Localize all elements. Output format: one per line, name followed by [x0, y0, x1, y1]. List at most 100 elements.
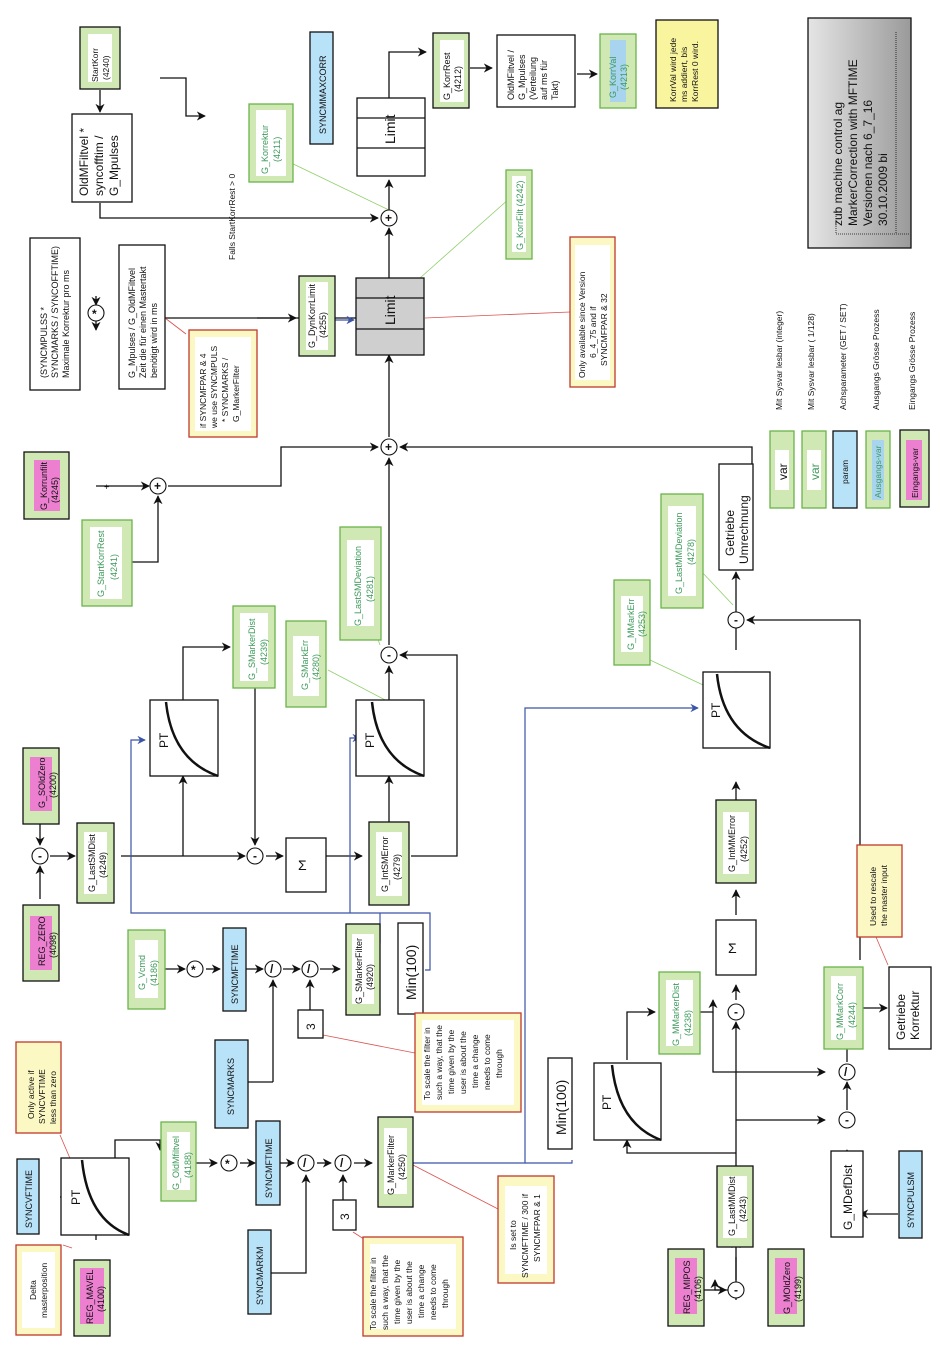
const-3-top[interactable]: 3: [297, 1009, 324, 1039]
var-smarkerfilter[interactable]: G_SMarkerFilter (4920): [345, 923, 381, 1016]
block-getriebe-korrektur[interactable]: Getriebe Korrektur: [888, 966, 932, 1050]
pt-block-mavel[interactable]: PT: [60, 1157, 130, 1237]
min100-block-s[interactable]: Min(100): [397, 922, 424, 1015]
param-syncmftime-bottom[interactable]: SYNCMFTIME: [255, 1120, 281, 1206]
svg-text:OldMFiltvel *: OldMFiltvel *: [77, 128, 91, 196]
var-dynkorrlimit[interactable]: G_DynKorrLimit (4255): [298, 275, 336, 357]
pt-block-mmarkerr[interactable]: PT: [702, 671, 771, 750]
block-max-korrektur[interactable]: (SYNCMPULSS * SYNCMARKS / SYNCOFFTIME) M…: [29, 237, 81, 391]
svg-text:/: /: [340, 1156, 344, 1170]
svg-text:SYNCVFTIME: SYNCVFTIME: [37, 1069, 47, 1124]
svg-text:Ausgangs-var: Ausgangs-var: [873, 445, 883, 498]
svg-text:Only available since Version: Only available since Version: [577, 271, 587, 378]
svg-text:needs to come: needs to come: [428, 1264, 438, 1320]
legend-item-var-integer: var Mit Sysvar lesbar (integer): [769, 311, 795, 509]
op-minus-mipos: -: [727, 1281, 745, 1299]
pt-block-smarkerdist[interactable]: PT: [149, 699, 219, 778]
op-multiply-vcmd: *: [186, 960, 204, 978]
svg-text:Is set to: Is set to: [508, 1220, 518, 1250]
param-syncpulsm[interactable]: SYNCPULSM: [898, 1150, 923, 1239]
op-multiply-oldm: *: [220, 1154, 238, 1172]
svg-text:G_DynKorrLimit: G_DynKorrLimit: [307, 283, 317, 348]
sigma-block-s[interactable]: Σ: [285, 837, 327, 893]
var-korrektur[interactable]: G_Korrektur (4211): [248, 103, 294, 183]
param-syncmmaxcorr[interactable]: SYNCMMAXCORR: [309, 31, 334, 145]
sigma-block-m[interactable]: Σ: [715, 919, 757, 976]
var-regzero[interactable]: REG_ZERO (4098): [22, 904, 60, 982]
var-smarkerr[interactable]: G_SMarkErr (4280): [285, 620, 327, 708]
svg-text:var: var: [808, 463, 822, 480]
var-lastsmdist[interactable]: G_LastSMDist (4249): [76, 822, 115, 904]
pt-block-mmarkerdist[interactable]: PT: [593, 1062, 662, 1142]
var-soldzero[interactable]: G_SOldZero (4200): [22, 747, 60, 825]
title-line-1: zub machine control ag: [831, 102, 845, 226]
var-intmmerror[interactable]: G_IntMMError (4252): [715, 799, 757, 884]
limit-block-top[interactable]: Limit: [356, 97, 426, 177]
block-mpulses-div[interactable]: G_Mpulses / G_OldMFiltvel Zeit die für e…: [118, 244, 166, 390]
legend-item-input: Eingangs-var Eingangs Grösse Prozess: [899, 312, 930, 508]
svg-text:G_MMarkerDist: G_MMarkerDist: [671, 982, 681, 1046]
var-mmarkcorr[interactable]: G_MMarkCorr (4244): [823, 966, 864, 1050]
var-markerfilter[interactable]: G_MarkerFilter (4250): [377, 1116, 414, 1208]
var-moldzero[interactable]: G_MOldZero (4199): [767, 1248, 805, 1327]
block-oldmfiltvel-formula[interactable]: OldMFiltvel * syncofftim / G_Mpulses: [71, 113, 133, 203]
svg-text:To scale the filter in: To scale the filter in: [422, 1027, 432, 1100]
var-mmarkerr[interactable]: G_MMarkErr (4253): [613, 579, 651, 666]
svg-text:SYNCMMAXCORR: SYNCMMAXCORR: [318, 55, 328, 134]
op-plus-unfilt: +: [149, 477, 167, 495]
svg-text:(4238): (4238): [683, 1010, 693, 1036]
svg-text:SYNCMFTIME / 300 if: SYNCMFTIME / 300 if: [520, 1193, 530, 1278]
block-verteilung[interactable]: OldMFiltvel / G_Mpulses (Verteilung auf …: [496, 34, 576, 108]
param-syncmftime-top[interactable]: SYNCMFTIME: [222, 927, 247, 1012]
var-startkorr[interactable]: StartKorr (4240): [79, 26, 121, 90]
param-syncmarkm[interactable]: SYNCMARKM: [247, 1229, 272, 1315]
param-syncvftime[interactable]: SYNCVFTIME: [16, 1158, 40, 1235]
var-mmarkerdist[interactable]: G_MMarkerDist (4238): [658, 971, 701, 1055]
var-korrrest[interactable]: G_KorrRest (4212): [432, 32, 470, 109]
var-lastmmdist[interactable]: G_LastMMDist (4243): [716, 1165, 754, 1248]
operators: * + + + - - - - * / / - / - - * / /: [31, 209, 856, 1299]
svg-text:Korrektur: Korrektur: [908, 991, 922, 1040]
var-smarkerdist[interactable]: G_SMarkerDist (4239): [232, 605, 276, 689]
svg-text:-: -: [38, 849, 42, 863]
var-lastmmdeviation[interactable]: G_LastMMDeviation (4278): [660, 493, 704, 609]
svg-text:masterposition: masterposition: [39, 1262, 49, 1318]
pt-block-smarkerr[interactable]: PT: [355, 699, 425, 778]
var-korrfilt[interactable]: G_KorrFilt (4242): [505, 169, 533, 260]
svg-text:SYNCPULSM: SYNCPULSM: [906, 1172, 916, 1228]
block-getriebe-umrechnung[interactable]: Getriebe Umrechnung: [718, 463, 754, 571]
svg-text:G_LastSMDeviation: G_LastSMDeviation: [353, 546, 363, 626]
svg-text:G_KorrRest: G_KorrRest: [442, 52, 452, 100]
svg-text:+: +: [385, 211, 392, 225]
svg-text:through: through: [440, 1279, 450, 1308]
const-3-bottom[interactable]: 3: [332, 1199, 357, 1231]
svg-text:time given by the: time given by the: [446, 1029, 456, 1094]
svg-text:G_Korrunfilt: G_Korrunfilt: [39, 461, 49, 510]
op-divide-mmarkcorr: /: [838, 1063, 856, 1081]
var-vcmd[interactable]: G_Vcmd (4186): [127, 929, 166, 1010]
korrval-note: KorrVal wird jede ms addiert, bis KorrRe…: [655, 19, 719, 109]
svg-text:G_MarkerFilter: G_MarkerFilter: [231, 365, 241, 422]
svg-text:user is about the: user is about the: [458, 1031, 468, 1094]
var-startkorrrest[interactable]: G_StartKorrRest (4241): [81, 519, 133, 607]
min100-block-m[interactable]: Min(100): [547, 1057, 573, 1150]
svg-text:time a change: time a change: [416, 1264, 426, 1318]
var-intsmerror[interactable]: G_IntSMError (4279): [368, 821, 410, 906]
var-regmavel[interactable]: REG_MAVEL (4100): [73, 1259, 111, 1337]
var-korrval[interactable]: G_KorrVal (4213): [599, 33, 637, 109]
var-lastsmdeviation[interactable]: G_LastSMDeviation (4281): [339, 526, 382, 641]
svg-text:(4186): (4186): [149, 960, 159, 986]
block-mdefdist[interactable]: G_MDefDist: [830, 1150, 864, 1238]
svg-text:benötigt wird in ms: benötigt wird in ms: [149, 302, 159, 378]
var-korrunfilt[interactable]: G_Korrunfilt (4245): [23, 451, 70, 520]
limit-block-dynamic[interactable]: Limit: [355, 277, 425, 356]
var-oldmfiltvel[interactable]: G_OldMfiltvel (4188): [160, 1121, 197, 1202]
op-minus-mdef: -: [838, 1111, 856, 1129]
svg-text:PT: PT: [600, 1094, 614, 1110]
svg-text:Falls StartKorrRest > 0: Falls StartKorrRest > 0: [227, 174, 237, 260]
param-syncmarks[interactable]: SYNCMARKS: [214, 1039, 249, 1129]
var-regmipos[interactable]: REG_MIPOS (4106): [667, 1248, 705, 1327]
svg-text:through: through: [494, 1049, 504, 1078]
svg-text:such a way, that the: such a way, that the: [434, 1025, 444, 1100]
svg-text:G_Mpulses: G_Mpulses: [517, 54, 527, 100]
